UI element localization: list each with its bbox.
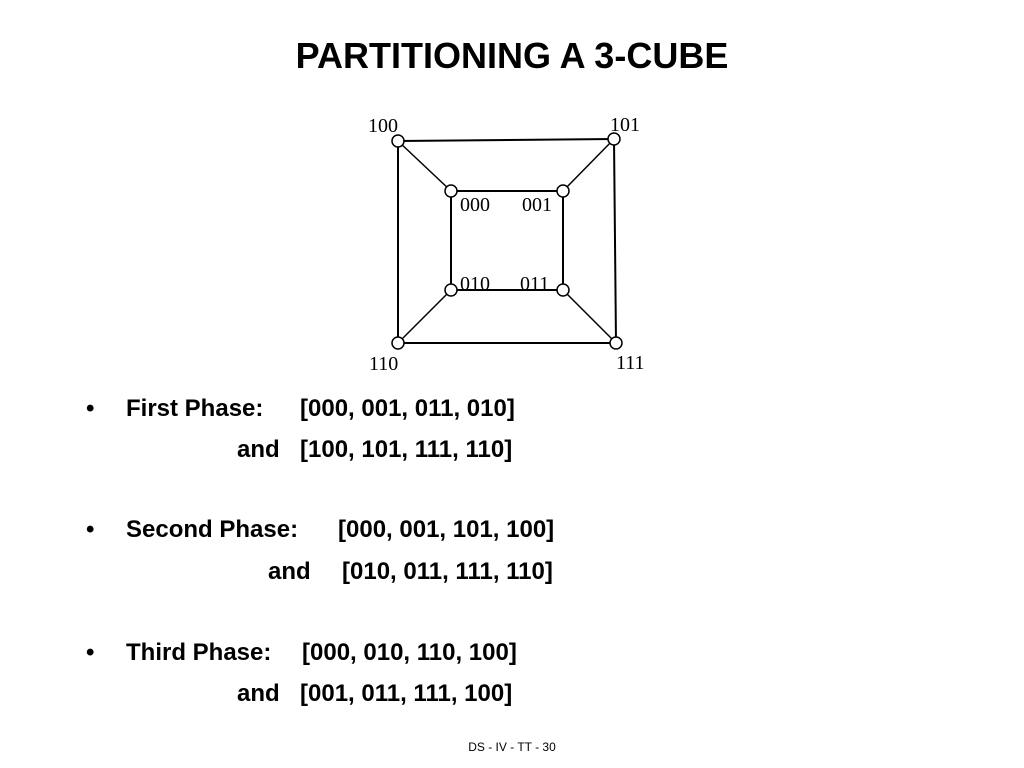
label-010: 010 xyxy=(460,273,490,295)
label-000: 000 xyxy=(460,194,490,216)
slide-footer: DS - IV - TT - 30 xyxy=(468,740,556,754)
node-010 xyxy=(444,283,458,297)
node-111 xyxy=(609,336,623,350)
phase-3-joiner: and xyxy=(237,680,280,707)
node-001 xyxy=(556,184,570,198)
label-101: 101 xyxy=(610,114,640,136)
node-000 xyxy=(444,184,458,198)
label-110: 110 xyxy=(369,353,398,375)
label-011: 011 xyxy=(520,273,549,295)
phase-1-first-set: [000, 001, 011, 010] xyxy=(300,395,515,422)
phase-1-label: First Phase: xyxy=(126,395,264,422)
phase-1-second-set: [100, 101, 111, 110] xyxy=(300,436,513,463)
bullet-2: • xyxy=(86,516,95,543)
label-111: 111 xyxy=(616,352,645,374)
edge-110-010 xyxy=(397,289,452,344)
phase-2-second-set: [010, 011, 111, 110] xyxy=(342,558,553,585)
edge-101-001 xyxy=(562,138,615,192)
edge-101-111 xyxy=(613,138,617,344)
node-100 xyxy=(391,134,405,148)
phase-2-first-set: [000, 001, 101, 100] xyxy=(338,516,555,543)
edge-100-101 xyxy=(397,138,615,142)
node-101 xyxy=(607,132,621,146)
slide-title: PARTITIONING A 3-CUBE xyxy=(295,35,729,76)
bullet-3: • xyxy=(86,639,95,666)
node-011 xyxy=(556,283,570,297)
phase-2-label: Second Phase: xyxy=(126,516,299,543)
phase-3-second-set: [001, 011, 111, 100] xyxy=(300,680,513,707)
phase-1-joiner: and xyxy=(237,436,280,463)
phase-3-first-set: [000, 010, 110, 100] xyxy=(302,639,517,666)
edge-111-011 xyxy=(562,289,617,344)
bullet-1: • xyxy=(86,395,95,422)
label-100: 100 xyxy=(368,115,398,137)
label-001: 001 xyxy=(522,194,552,216)
phase-3-label: Third Phase: xyxy=(126,639,272,666)
phase-2-joiner: and xyxy=(268,558,311,585)
node-110 xyxy=(391,336,405,350)
edge-100-000 xyxy=(397,140,452,192)
